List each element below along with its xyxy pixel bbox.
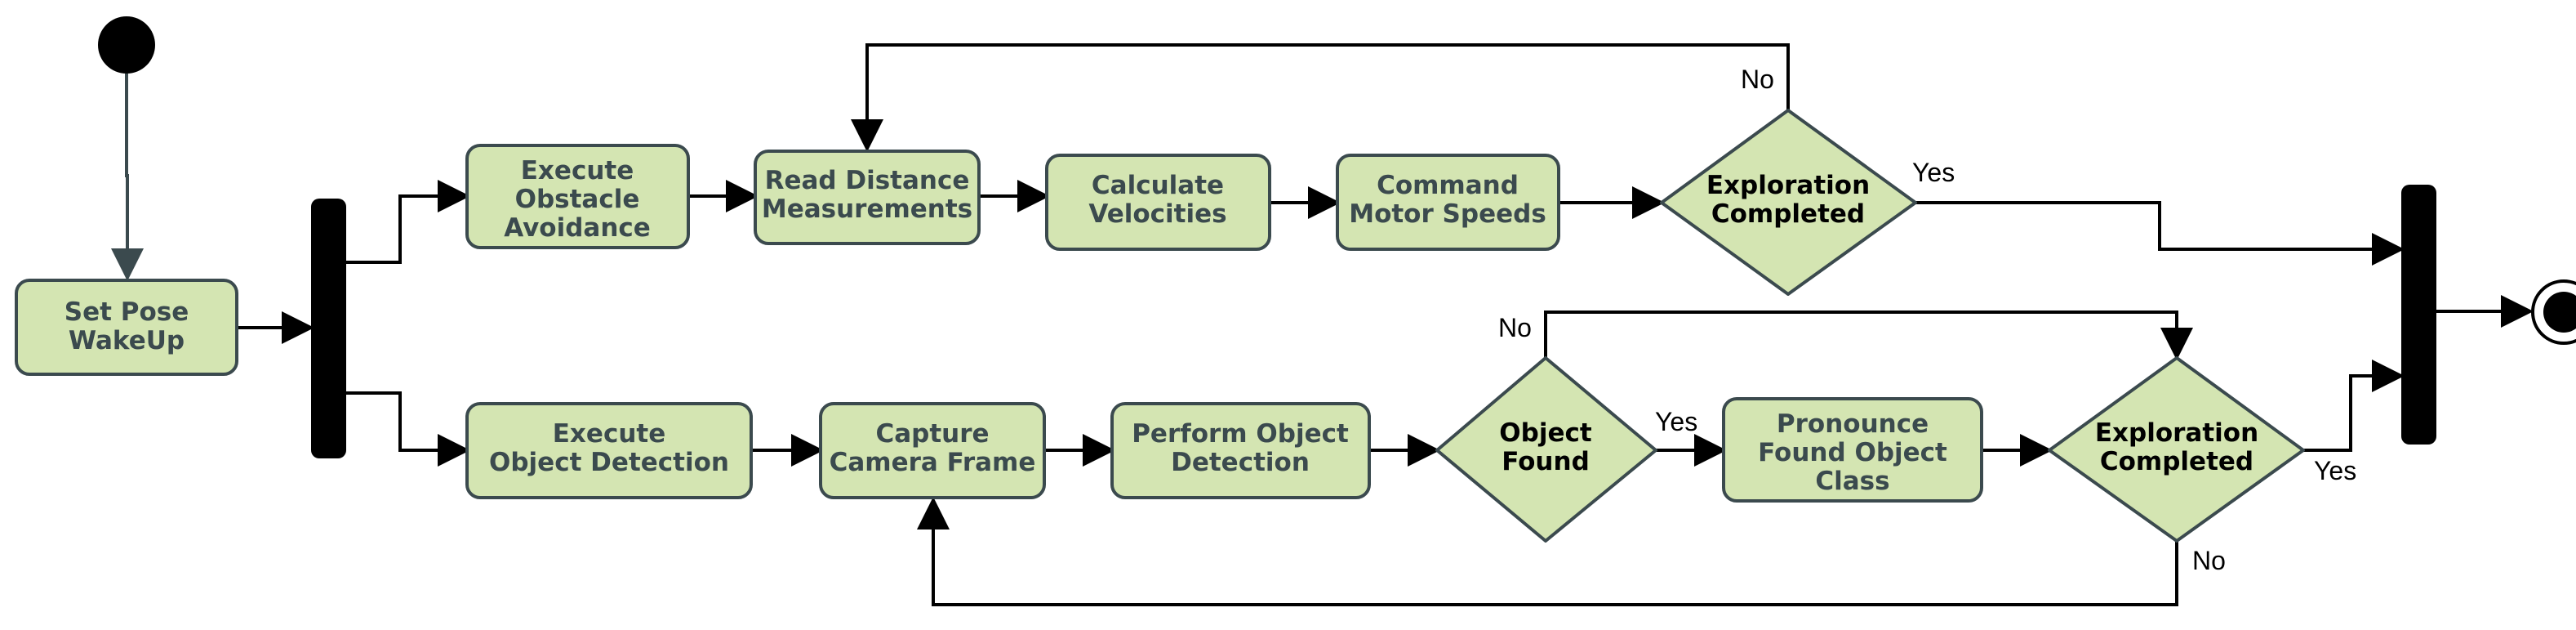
decision-exploration-completed-top: Exploration Completed xyxy=(1660,109,1917,296)
decision-exploration-completed-bottom: Exploration Completed xyxy=(2048,356,2305,543)
node-capture-camera-frame: Capture Camera Frame xyxy=(819,402,1046,499)
node-command-motor-speeds: Command Motor Speeds xyxy=(1336,154,1560,251)
node-set-pose-wakeup: Set Pose WakeUp xyxy=(15,279,238,376)
label-bottom-yes: Yes xyxy=(2314,456,2356,485)
svg-text:Object Detection: Object Detection xyxy=(489,448,729,477)
svg-text:Capture: Capture xyxy=(875,419,989,449)
edge-exploration-no-to-capture xyxy=(917,497,2178,606)
svg-text:Execute: Execute xyxy=(553,419,666,449)
svg-text:Velocities: Velocities xyxy=(1088,199,1226,229)
svg-text:Motor Speeds: Motor Speeds xyxy=(1349,199,1546,229)
label-top-no: No xyxy=(1741,65,1774,94)
fork-bar xyxy=(311,199,346,458)
node-execute-object-detection: Execute Object Detection xyxy=(465,402,753,499)
final-node xyxy=(2531,279,2576,345)
edge-fork-to-objectdetection xyxy=(346,391,470,467)
node-perform-object-detection: Perform Object Detection xyxy=(1110,402,1371,499)
svg-text:Exploration: Exploration xyxy=(1706,171,1870,200)
svg-text:Camera Frame: Camera Frame xyxy=(830,448,1036,477)
svg-text:Calculate: Calculate xyxy=(1092,171,1224,200)
node-calculate-velocities: Calculate Velocities xyxy=(1045,154,1271,251)
svg-text:Read Distance: Read Distance xyxy=(765,166,970,195)
svg-text:Pronounce: Pronounce xyxy=(1777,409,1929,439)
svg-text:Execute: Execute xyxy=(521,156,634,185)
svg-text:Completed: Completed xyxy=(1711,199,1865,229)
label-top-yes: Yes xyxy=(1912,158,1955,187)
svg-text:Exploration: Exploration xyxy=(2095,418,2258,448)
svg-text:Found: Found xyxy=(1502,447,1590,476)
svg-text:Detection: Detection xyxy=(1171,448,1310,477)
svg-text:Measurements: Measurements xyxy=(762,194,972,224)
label-bottom-no: No xyxy=(2192,546,2226,575)
edge-exploration-yes-to-join-bottom xyxy=(2303,360,2405,452)
svg-text:Class: Class xyxy=(1815,467,1889,496)
svg-text:WakeUp: WakeUp xyxy=(69,326,185,355)
initial-node xyxy=(98,16,155,74)
edge-exploration-no-loop xyxy=(851,43,1790,152)
svg-text:Set Pose: Set Pose xyxy=(65,297,189,327)
svg-text:Completed: Completed xyxy=(2100,447,2253,476)
join-bar xyxy=(2401,185,2436,445)
svg-text:Command: Command xyxy=(1377,171,1519,200)
svg-text:Avoidance: Avoidance xyxy=(504,213,651,243)
label-found-yes: Yes xyxy=(1655,407,1697,436)
svg-text:Found Object: Found Object xyxy=(1758,438,1947,467)
svg-text:Obstacle: Obstacle xyxy=(515,185,640,214)
svg-text:Perform Object: Perform Object xyxy=(1132,419,1349,449)
svg-text:Object: Object xyxy=(1499,418,1592,448)
node-read-distance-measurements: Read Distance Measurements xyxy=(754,150,981,245)
node-execute-obstacle-avoidance: Execute Obstacle Avoidance xyxy=(465,144,690,249)
edge-found-no-to-exploration xyxy=(1544,311,2193,360)
node-pronounce-found-object-class: Pronounce Found Object Class xyxy=(1722,397,1983,503)
decision-object-found: Object Found xyxy=(1435,356,1657,543)
label-found-no: No xyxy=(1498,313,1532,342)
edge-fork-to-obstacle xyxy=(346,180,470,264)
edge-exploration-yes-to-join xyxy=(1915,201,2405,266)
